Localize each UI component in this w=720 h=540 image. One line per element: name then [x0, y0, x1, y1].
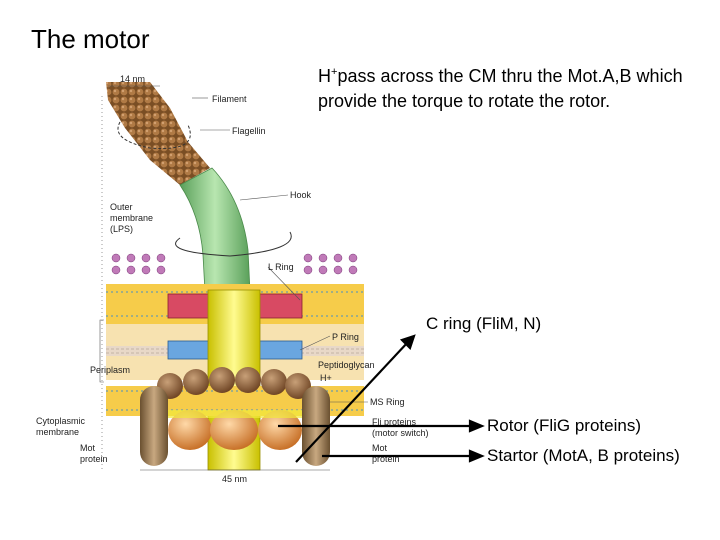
mot-protein-left-label-2: protein: [80, 454, 108, 464]
top-dimension-label: 14 nm: [120, 74, 145, 84]
hook-label: Hook: [290, 190, 312, 200]
stator-left: [140, 386, 168, 466]
description-text: pass across the CM thru the Mot.A,B whic…: [318, 66, 683, 111]
c-ring-arrow: [295, 341, 409, 463]
cytoplasmic-membrane-label-1: Cytoplasmic: [36, 416, 86, 426]
fli-proteins-label-2: (motor switch): [372, 428, 429, 438]
hook-rotation-arrow: [175, 231, 292, 257]
l-ring-label: L Ring: [268, 262, 294, 272]
ion-charge: +: [331, 66, 338, 78]
bottom-dimension-label: 45 nm: [222, 474, 247, 484]
p-ring-label: P Ring: [332, 332, 359, 342]
mot-protein-right-label-2: protein: [372, 454, 400, 464]
hook: [179, 167, 251, 293]
cytoplasmic-membrane-label-2: membrane: [36, 427, 79, 437]
slide-description: H+pass across the CM thru the Mot.A,B wh…: [318, 60, 718, 114]
h-plus-label: H+: [320, 373, 332, 383]
slide-title: The motor: [31, 24, 150, 54]
filament-label: Filament: [212, 94, 247, 104]
fli-proteins-label-1: Fli proteins: [372, 417, 417, 427]
mot-protein-left-label-1: Mot: [80, 443, 96, 453]
lps-molecules: [111, 253, 358, 275]
c-ring: [157, 367, 311, 399]
mot-protein-right-label-1: Mot: [372, 443, 388, 453]
outer-membrane-label-3: (LPS): [110, 224, 133, 234]
filament-rotation-arrow: [117, 121, 191, 150]
ms-ring-label: MS Ring: [370, 397, 405, 407]
stator-callout: Startor (MotA, B proteins): [487, 446, 680, 465]
peptidoglycan-label: Peptidoglycan: [318, 360, 375, 370]
outer-membrane-label-2: membrane: [110, 213, 153, 223]
rotor-fli-proteins: [168, 410, 302, 450]
rotor-callout: Rotor (FliG proteins): [487, 416, 641, 435]
periplasm-label: Periplasm: [90, 365, 130, 375]
outer-membrane-label-1: Outer: [110, 202, 133, 212]
flagellin-label: Flagellin: [232, 126, 266, 136]
ion-symbol: H: [318, 66, 331, 86]
filament: [106, 82, 210, 185]
c-ring-callout: C ring (FliM, N): [426, 314, 542, 333]
